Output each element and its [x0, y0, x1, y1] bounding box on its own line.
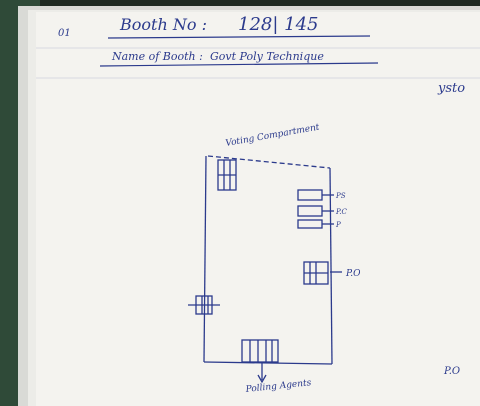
label-ps: PS: [335, 192, 346, 200]
room-top-wall: [207, 155, 331, 169]
label-pc: P.C: [335, 208, 348, 216]
room-layout: [188, 155, 342, 384]
booth-no-label: Booth No :: [119, 15, 207, 34]
label-po: P.O: [345, 269, 361, 279]
booth-name-value: Govt Poly Technique: [210, 50, 324, 63]
sheet-mark: 01: [58, 28, 71, 39]
booth-no-underline: [107, 35, 371, 39]
officer-tables: [297, 189, 334, 229]
left-wall-box: [188, 295, 220, 315]
room-bottom-wall: [203, 361, 333, 365]
margin-note: P.O: [443, 366, 460, 377]
booth-name-underline: [99, 62, 379, 67]
presiding-officer-table: [303, 261, 342, 285]
room-right-wall: [329, 167, 333, 365]
room-left-wall: [203, 155, 207, 363]
polling-agents-bench: [241, 339, 279, 384]
booth-no-value: 128| 145: [238, 14, 319, 35]
voting-compartment-box: [217, 159, 237, 191]
side-note: ysto: [437, 81, 465, 96]
label-p: P: [335, 221, 341, 229]
booth-name-label: Name of Booth :: [111, 50, 203, 63]
